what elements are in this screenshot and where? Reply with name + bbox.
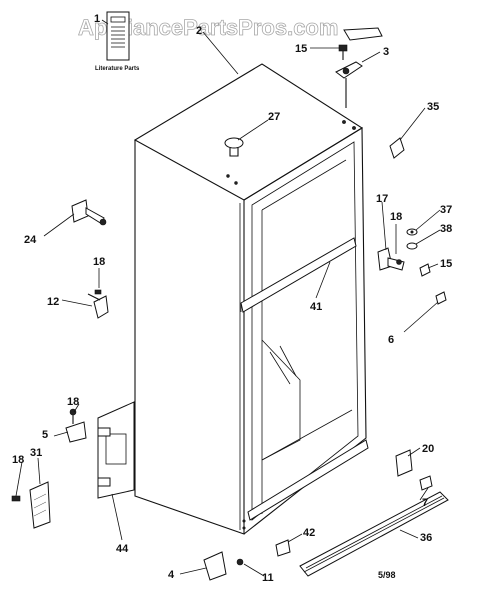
callout-12: 12 (47, 296, 59, 308)
grille-clip (275, 539, 291, 557)
leader-lines (15, 19, 441, 577)
date-code: 5/98 (378, 570, 396, 580)
literature-label: Literature Parts (95, 66, 140, 72)
callout-42: 42 (303, 527, 315, 539)
callouts: 1 2 3 15 35 27 24 18 12 17 18 37 38 15 4… (12, 13, 452, 584)
hinge-cap (389, 137, 405, 159)
callout-37: 37 (440, 204, 452, 216)
leveler-cover (11, 481, 51, 529)
callout-18-b: 18 (390, 211, 402, 223)
callout-17: 17 (376, 193, 388, 205)
hinge-cover-top (343, 27, 383, 41)
callout-1: 1 (94, 13, 100, 25)
top-hinge (335, 61, 363, 108)
screw-6 (435, 291, 447, 305)
literature-parts: Literature Parts (95, 11, 140, 72)
callout-24: 24 (24, 234, 37, 246)
callout-18-c: 18 (67, 396, 79, 408)
center-hinge-left (87, 289, 109, 319)
callout-27: 27 (268, 111, 280, 123)
lower-hinge-left (65, 408, 87, 443)
callout-3: 3 (383, 46, 389, 58)
toe-grille (299, 491, 449, 577)
screw-right (419, 263, 431, 277)
callout-41: 41 (310, 301, 322, 313)
callout-38: 38 (440, 223, 452, 235)
callout-35: 35 (427, 101, 439, 113)
callout-5: 5 (42, 429, 48, 441)
plug-button (224, 137, 244, 157)
lower-hinge-right (395, 449, 433, 491)
center-hinge-right (377, 247, 405, 271)
callout-7: 7 (422, 497, 428, 509)
callout-20: 20 (422, 443, 434, 455)
callout-31: 31 (30, 447, 42, 459)
callout-4: 4 (168, 569, 175, 581)
washers (406, 228, 418, 250)
screw-top (338, 44, 348, 60)
bracket-plate (97, 401, 135, 499)
callout-36: 36 (420, 532, 432, 544)
cabinet (133, 63, 369, 535)
door-stop (71, 199, 107, 226)
callout-18-a: 18 (93, 256, 105, 268)
callout-18-d: 18 (12, 454, 24, 466)
callout-6: 6 (388, 334, 394, 346)
callout-44: 44 (116, 543, 129, 555)
callout-15-top: 15 (295, 43, 307, 55)
callout-11: 11 (262, 572, 274, 584)
front-leveler (203, 551, 244, 581)
callout-15-right: 15 (440, 258, 452, 270)
callout-2: 2 (196, 25, 202, 37)
